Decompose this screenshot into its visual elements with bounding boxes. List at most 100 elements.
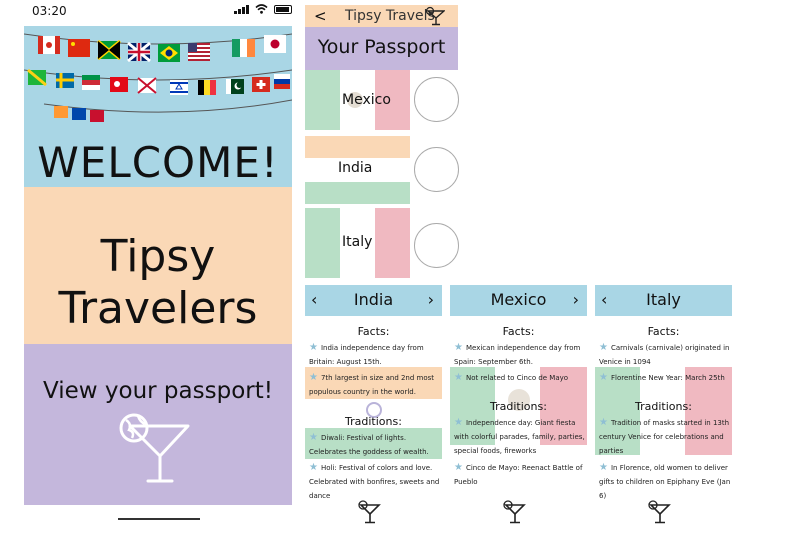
traditions-heading: Traditions: xyxy=(635,400,692,413)
tradition-item: ★In Florence, old women to deliver gifts… xyxy=(595,461,732,503)
country-name-mexico: Mexico xyxy=(342,92,391,108)
card-title: India xyxy=(353,290,394,309)
passport-row-mexico[interactable]: Mexico xyxy=(305,70,459,132)
fact-text: Not related to Cinco de Mayo xyxy=(465,374,569,382)
star-icon: ★ xyxy=(454,342,463,353)
country-name-italy: Italy xyxy=(342,234,373,250)
emblem-icon xyxy=(347,92,363,108)
flag-stripe-saffron xyxy=(305,136,410,158)
passport-row-india[interactable]: India xyxy=(305,136,459,206)
star-icon: ★ xyxy=(309,462,318,473)
tradition-item: ★Tradition of masks started in 13th cent… xyxy=(595,416,732,458)
flag-stripe-green xyxy=(305,428,442,459)
tradition-text: Holi: Festival of colors and love. Celeb… xyxy=(309,464,440,500)
fact-item: ★Carnivals (carnivale) originated in Ven… xyxy=(595,341,732,369)
passport-stamp-india[interactable] xyxy=(414,147,459,192)
star-icon: ★ xyxy=(599,417,608,428)
star-icon: ★ xyxy=(454,417,463,428)
flag-stripe-green xyxy=(450,367,495,445)
app-title-line1: Tipsy xyxy=(100,231,216,282)
signal-icon xyxy=(234,4,249,14)
passport-stamp-mexico[interactable] xyxy=(414,77,459,122)
fact-item: ★7th largest in size and 2nd most populo… xyxy=(305,371,442,399)
chakra-icon xyxy=(366,402,382,418)
app-title-panel: Tipsy Travelers xyxy=(24,187,292,344)
fact-text: Carnivals (carnivale) originated in Veni… xyxy=(599,344,730,366)
card-title: Italy xyxy=(646,290,681,309)
facts-heading: Facts: xyxy=(357,325,390,338)
flag-stripe-red xyxy=(685,367,732,455)
welcome-heading: WELCOME! xyxy=(37,138,279,187)
tradition-text: Diwali: Festival of lights. Celebrates t… xyxy=(309,434,429,456)
fact-text: India independence day from Britain: Aug… xyxy=(309,344,424,366)
nav-title: Tipsy Travels xyxy=(345,8,435,24)
star-icon: ★ xyxy=(454,372,463,383)
tradition-text: In Florence, old women to deliver gifts … xyxy=(599,464,731,500)
star-icon: ★ xyxy=(599,342,608,353)
tradition-item: ★Diwali: Festival of lights. Celebrates … xyxy=(305,431,442,459)
globe-cocktail-icon xyxy=(358,500,381,524)
facts-heading: Facts: xyxy=(502,325,535,338)
star-icon: ★ xyxy=(309,432,318,443)
globe-cocktail-icon xyxy=(503,500,526,524)
top-nav-bar: < Tipsy Travels xyxy=(305,5,458,27)
view-passport-button[interactable]: View your passport! xyxy=(43,378,273,404)
passport-stamp-italy[interactable] xyxy=(414,223,459,268)
country-card-italy: ‹ Italy Facts: ★Carnivals (carnivale) or… xyxy=(595,285,732,525)
chevron-right-icon[interactable]: › xyxy=(427,290,434,309)
app-title: Tipsy Travelers xyxy=(24,231,292,335)
view-passport-panel[interactable]: View your passport! xyxy=(24,344,292,505)
chevron-left-icon[interactable]: ‹ xyxy=(311,290,318,309)
emblem-icon xyxy=(508,389,530,411)
flag-stripe-green xyxy=(305,182,410,204)
flag-stripe-red xyxy=(540,367,587,445)
chevron-left-icon[interactable]: ‹ xyxy=(601,290,608,309)
fact-item: ★Not related to Cinco de Mayo xyxy=(450,371,587,385)
battery-icon xyxy=(274,4,292,14)
flag-stripe-red xyxy=(375,70,410,130)
flag-stripe-green xyxy=(595,367,640,455)
home-indicator xyxy=(118,518,200,520)
fact-text: 7th largest in size and 2nd most populou… xyxy=(309,374,435,396)
tradition-text: Cinco de Mayo: Reenact Battle of Pueblo xyxy=(454,464,583,486)
flag-stripe-green xyxy=(305,208,340,278)
star-icon: ★ xyxy=(309,342,318,353)
back-button[interactable]: < xyxy=(314,7,327,25)
chevron-right-icon[interactable]: › xyxy=(572,290,579,309)
welcome-banner: WELCOME! xyxy=(24,26,292,187)
facts-heading: Facts: xyxy=(647,325,680,338)
passport-title: Your Passport xyxy=(317,36,446,58)
flag-stripe-saffron xyxy=(305,367,442,399)
card-header: ‹ Italy xyxy=(595,285,732,316)
fact-text: Florentine New Year: March 25th xyxy=(610,374,725,382)
fact-text: Mexican independence day from Spain: Sep… xyxy=(454,344,581,366)
globe-cocktail-icon xyxy=(425,6,445,26)
tradition-text: Independence day: Giant fiesta with colo… xyxy=(454,419,585,455)
tradition-item: ★Cinco de Mayo: Reenact Battle of Pueblo xyxy=(450,461,587,489)
passport-row-italy[interactable]: Italy xyxy=(305,208,459,278)
status-icons xyxy=(234,4,292,14)
status-bar: 03:20 xyxy=(24,0,296,24)
app-title-line2: Travelers xyxy=(58,283,258,334)
traditions-heading: Traditions: xyxy=(345,415,402,428)
flag-bunting-decoration xyxy=(24,33,292,122)
star-icon: ★ xyxy=(599,372,608,383)
star-icon: ★ xyxy=(309,372,318,383)
globe-cocktail-icon xyxy=(648,500,671,524)
tradition-text: Tradition of masks started in 13th centu… xyxy=(599,419,730,455)
fact-item: ★Florentine New Year: March 25th xyxy=(595,371,732,385)
card-title: Mexico xyxy=(490,290,547,309)
card-header: ‹ India › xyxy=(305,285,442,316)
star-icon: ★ xyxy=(454,462,463,473)
fact-item: ★Mexican independence day from Spain: Se… xyxy=(450,341,587,369)
country-card-mexico: Mexico › Facts: ★Mexican independence da… xyxy=(450,285,587,525)
fact-item: ★India independence day from Britain: Au… xyxy=(305,341,442,369)
wifi-icon xyxy=(255,4,268,14)
status-time: 03:20 xyxy=(32,4,67,18)
flag-stripe-green xyxy=(305,70,340,130)
country-name-india: India xyxy=(338,160,373,176)
country-card-india: ‹ India › Facts: ★India independence day… xyxy=(305,285,442,525)
passport-header: Your Passport xyxy=(305,27,458,70)
traditions-heading: Traditions: xyxy=(490,400,547,413)
tradition-item: ★Holi: Festival of colors and love. Cele… xyxy=(305,461,442,503)
